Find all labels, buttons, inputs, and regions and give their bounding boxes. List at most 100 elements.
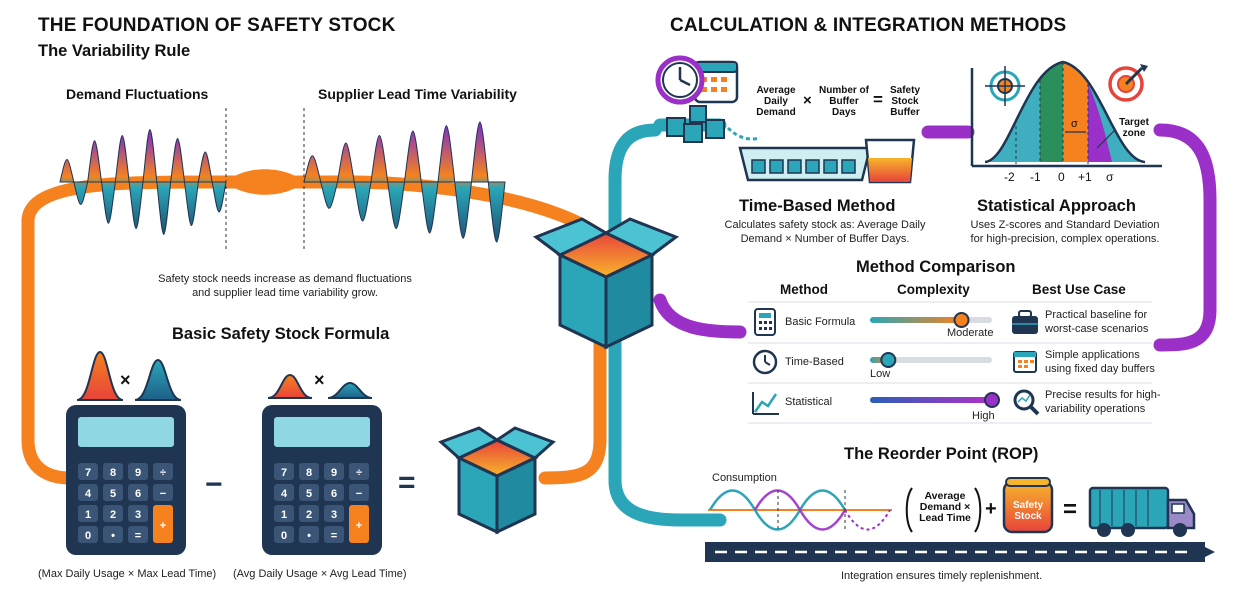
rop-plus-sign: + — [985, 498, 997, 520]
axis-tick-sigma: σ — [1106, 170, 1114, 184]
buffer-tray-icon — [738, 138, 916, 184]
statistical-desc-line2: for high-precision, complex operations. — [970, 233, 1160, 245]
flow-arrow — [726, 126, 761, 141]
bell-curve-chart — [970, 60, 1162, 168]
header-complexity: Complexity — [897, 282, 970, 297]
supplier-variability-label: Supplier Lead Time Variability — [318, 86, 517, 102]
road — [705, 542, 1215, 562]
calculator-key-orange — [153, 505, 173, 543]
bell-orange-large — [76, 350, 124, 401]
calculator-key — [274, 505, 294, 522]
complexity-sliders — [870, 312, 1000, 408]
calculator-key-label: 3 — [331, 509, 337, 521]
calculator-key-label: • — [111, 530, 115, 542]
calculator-key — [128, 463, 148, 480]
row-time-method: Time-Based — [785, 356, 844, 368]
calculator-key-label: 0 — [85, 530, 91, 542]
calculator-key-label: 5 — [306, 488, 312, 500]
calculator-key — [274, 463, 294, 480]
clock-icon — [752, 349, 778, 375]
header-use-case: Best Use Case — [1032, 282, 1126, 297]
row-basic-use-line2: worst-case scenarios — [1045, 323, 1149, 335]
calculator-key — [128, 526, 148, 543]
slider-knob — [984, 392, 1000, 408]
bell-teal-large — [134, 358, 182, 401]
calculator-key-orange — [349, 505, 369, 543]
variability-note: Safety stock needs increase as demand fl… — [130, 272, 440, 300]
bell-teal-small — [327, 381, 373, 399]
calculator-key — [128, 484, 148, 501]
row-time-use-line1: Simple applications — [1045, 349, 1140, 361]
purple-pipe-middle — [653, 293, 747, 339]
calculator-key-label: 9 — [135, 467, 141, 479]
time-method-title: Time-Based Method — [739, 197, 896, 215]
central-box-icon — [532, 217, 680, 350]
formula-times-sign-2: × — [314, 370, 325, 390]
bullseye-icon — [1108, 64, 1148, 102]
formula-times-sign: × — [120, 370, 131, 390]
calculator-key-label: ÷ — [160, 467, 166, 479]
calculator-key-label: − — [356, 488, 362, 500]
comparison-title: Method Comparison — [856, 258, 1016, 276]
time-method-desc: Calculates safety stock as: Average Dail… — [700, 218, 950, 246]
calculator-key — [349, 463, 369, 480]
calculator-key — [324, 463, 344, 480]
calculator-key — [78, 484, 98, 501]
clock-calendar-icon — [655, 55, 739, 105]
variability-note-line2: and supplier lead time variability grow. — [192, 287, 378, 299]
row-stat-complexity: High — [972, 410, 995, 422]
calculator-key — [299, 505, 319, 522]
calculator-key — [324, 526, 344, 543]
magnifier-icon — [1013, 389, 1040, 416]
calculator-key-label: + — [356, 520, 362, 532]
calculator-key — [324, 484, 344, 501]
calculator-key — [103, 526, 123, 543]
calc-left-caption: (Max Daily Usage × Max Lead Time) — [38, 568, 217, 580]
slider-knob — [880, 352, 897, 368]
calculator-icon — [754, 308, 776, 336]
calculator-key-label: 4 — [85, 488, 92, 500]
calculator-key — [103, 463, 123, 480]
calculator-key-label: + — [160, 520, 166, 532]
slider-track — [870, 357, 992, 363]
calculator-key — [324, 505, 344, 522]
axis-tick-minus1: -1 — [1030, 170, 1041, 184]
calculator-key — [349, 484, 369, 501]
statistical-title: Statistical Approach — [977, 197, 1136, 215]
formula-title: Basic Safety Stock Formula — [172, 325, 390, 343]
calculator-key-label: 5 — [110, 488, 116, 500]
target-icon — [985, 66, 1025, 106]
calculator-key-label: 7 — [85, 467, 91, 479]
calculator-key — [274, 484, 294, 501]
calculator-key-label: 7 — [281, 467, 287, 479]
left-title: THE FOUNDATION OF SAFETY STOCK — [38, 15, 396, 36]
axis-tick-plus1: +1 — [1078, 170, 1092, 184]
calculator-key-label: 1 — [281, 509, 287, 521]
calculator-key-label: ÷ — [356, 467, 362, 479]
truck-icon — [1088, 486, 1196, 537]
calculator-key-label: = — [331, 530, 337, 542]
formula-times-op: × — [803, 92, 812, 109]
target-zone-label: Target zone — [1119, 117, 1149, 139]
calculator-key — [299, 463, 319, 480]
calculator-screen — [274, 417, 370, 447]
variability-note-line1: Safety stock needs increase as demand fl… — [158, 273, 412, 285]
calculator-key-label: 3 — [135, 509, 141, 521]
teal-pipe — [608, 123, 727, 527]
cubes-icon — [666, 105, 725, 143]
axis-tick-zero: 0 — [1058, 170, 1065, 184]
result-box-icon — [438, 426, 556, 535]
orange-pipe-bottom — [538, 323, 607, 485]
rop-demand-leadtime-term: Average Demand × Lead Time — [919, 490, 971, 524]
demand-fluctuations-label: Demand Fluctuations — [66, 86, 209, 102]
slider-fill — [870, 317, 962, 323]
row-stat-method: Statistical — [785, 396, 833, 408]
consumption-label: Consumption — [712, 472, 777, 484]
calculator-key — [128, 505, 148, 522]
method-icons — [752, 308, 1040, 416]
calendar-icon — [1013, 351, 1037, 373]
